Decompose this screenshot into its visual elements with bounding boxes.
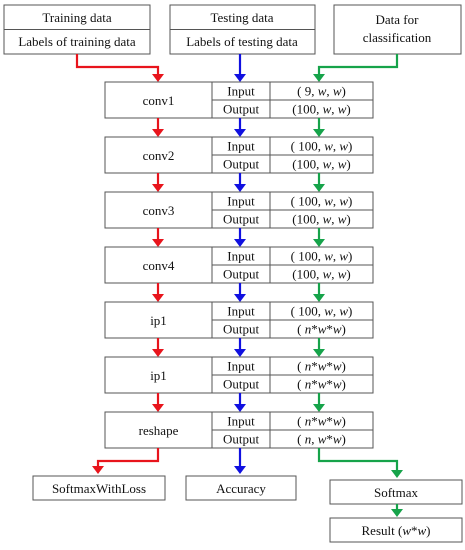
- input-shape: ( 100, w, w): [291, 194, 353, 209]
- flow-arrowhead: [152, 184, 164, 192]
- softmax-with-loss-box: SoftmaxWithLoss: [32, 475, 166, 501]
- input-label: Input: [227, 304, 255, 319]
- output-label: Output: [223, 212, 260, 227]
- flow-arrowhead: [234, 184, 246, 192]
- output-shape: (100, w, w): [292, 212, 351, 227]
- testing-data-box: Testing data Labels of testing data: [169, 4, 316, 55]
- output-shape: (100, w, w): [292, 267, 351, 282]
- layer-name: conv1: [143, 93, 175, 108]
- accuracy-arrowhead: [234, 466, 246, 474]
- output-shape: ( n, w*w): [297, 432, 346, 447]
- flow-arrowhead: [234, 129, 246, 137]
- output-shape: (100, w, w): [292, 157, 351, 172]
- flow-arrowhead: [234, 294, 246, 302]
- output-label: Output: [223, 377, 260, 392]
- output-label: Output: [223, 267, 260, 282]
- layer-name: conv3: [143, 203, 175, 218]
- output-label: Output: [223, 432, 260, 447]
- output-label: Output: [223, 157, 260, 172]
- flow-arrowhead: [313, 239, 325, 247]
- testing-arrowhead: [234, 74, 246, 82]
- layer-name: ip1: [150, 313, 167, 328]
- flow-arrowhead: [152, 129, 164, 137]
- accuracy-box: Accuracy: [185, 475, 297, 501]
- classification-data-box: Data for classification: [333, 4, 462, 55]
- flow-arrowhead: [152, 404, 164, 412]
- training-data-label: Training data: [42, 10, 111, 25]
- flow-arrowhead: [234, 239, 246, 247]
- input-label: Input: [227, 414, 255, 429]
- flow-arrowhead: [152, 294, 164, 302]
- flow-arrowhead: [313, 129, 325, 137]
- input-shape: ( 100, w, w): [291, 304, 353, 319]
- input-shape: ( 100, w, w): [291, 139, 353, 154]
- softmax-connector: [317, 448, 399, 471]
- input-label: Input: [227, 249, 255, 264]
- loss-connector: [96, 448, 160, 467]
- layer-name: reshape: [139, 423, 179, 438]
- softmax-box: Softmax: [329, 479, 463, 505]
- result-label: Result (w*w): [362, 523, 431, 538]
- input-label: Input: [227, 84, 255, 99]
- output-shape: (100, w, w): [292, 102, 351, 117]
- flow-arrowhead: [234, 404, 246, 412]
- softmax-with-loss-label: SoftmaxWithLoss: [52, 481, 146, 496]
- layer-name: ip1: [150, 368, 167, 383]
- flow-arrowhead: [313, 349, 325, 357]
- layer-name: conv4: [143, 258, 175, 273]
- input-shape: ( 100, w, w): [291, 249, 353, 264]
- input-label: Input: [227, 139, 255, 154]
- flow-arrowhead: [152, 349, 164, 357]
- output-shape: ( n*w*w): [297, 377, 346, 392]
- training-labels-label: Labels of training data: [18, 34, 136, 49]
- output-label: Output: [223, 102, 260, 117]
- output-shape: ( n*w*w): [297, 322, 346, 337]
- input-shape: ( 9, w, w): [297, 84, 346, 99]
- output-label: Output: [223, 322, 260, 337]
- result-box: Result (w*w): [329, 517, 463, 543]
- softmax-label: Softmax: [374, 485, 419, 500]
- result-arrowhead: [391, 509, 403, 517]
- classification-data-line2: classification: [363, 30, 432, 45]
- testing-labels-label: Labels of testing data: [186, 34, 298, 49]
- flow-arrowhead: [313, 294, 325, 302]
- layer-name: conv2: [143, 148, 175, 163]
- loss-arrowhead: [92, 466, 104, 474]
- input-shape: ( n*w*w): [297, 414, 346, 429]
- flow-arrowhead: [152, 239, 164, 247]
- training-data-box: Training data Labels of training data: [3, 4, 151, 55]
- input-label: Input: [227, 194, 255, 209]
- classification-arrowhead: [313, 74, 325, 82]
- training-connector: [75, 54, 160, 75]
- softmax-arrowhead: [391, 470, 403, 478]
- flow-arrowhead: [313, 404, 325, 412]
- accuracy-label: Accuracy: [216, 481, 266, 496]
- input-shape: ( n*w*w): [297, 359, 346, 374]
- flow-arrowhead: [234, 349, 246, 357]
- input-label: Input: [227, 359, 255, 374]
- classification-connector: [317, 54, 399, 75]
- training-arrowhead: [152, 74, 164, 82]
- testing-data-label: Testing data: [211, 10, 274, 25]
- flow-arrowhead: [313, 184, 325, 192]
- classification-data-line1: Data for: [376, 12, 420, 27]
